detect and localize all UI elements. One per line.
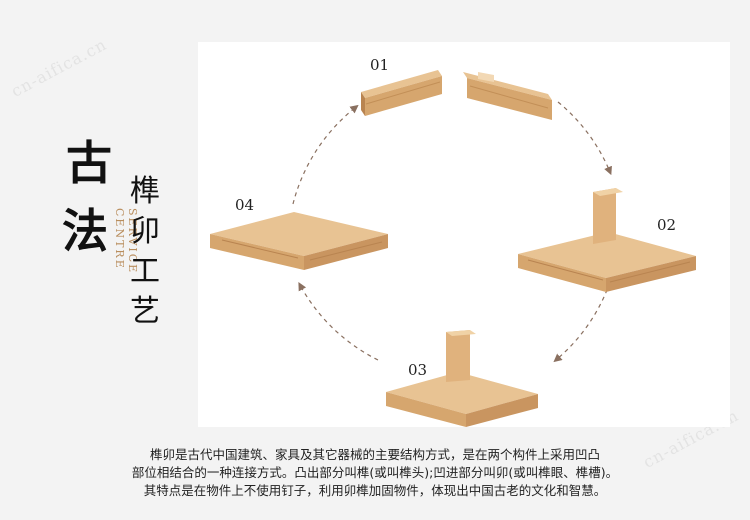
description: 榫卯是古代中国建筑、家具及其它器械的主要结构方式，是在两个构件上采用凹凸 部位相… — [0, 446, 750, 500]
joinery-cycle-diagram: 01 02 03 04 — [210, 56, 696, 427]
subtitle-char-2: 卯 — [130, 214, 160, 249]
description-line-2: 部位相结合的一种连接方式。凸出部分叫榫(或叫榫头);凹进部分叫卯(或叫榫眼、榫槽… — [131, 465, 619, 480]
joint-step-02: 02 — [518, 188, 696, 292]
step-label-02: 02 — [657, 216, 676, 234]
description-line-1: 榫卯是古代中国建筑、家具及其它器械的主要结构方式，是在两个构件上采用凹凸 — [149, 447, 600, 462]
heading-char-1: 古 — [66, 136, 112, 190]
arrow-04-to-01 — [292, 104, 359, 205]
joint-step-03: 03 — [386, 330, 538, 427]
joint-step-01: 01 — [361, 56, 552, 120]
subtitle-char-4: 艺 — [130, 294, 160, 329]
step-label-01: 01 — [370, 56, 389, 74]
step-label-03: 03 — [408, 361, 427, 379]
arrow-03-to-04 — [298, 282, 379, 361]
diagram-panel: 01 02 03 04 — [198, 42, 730, 427]
arrow-02-to-03 — [553, 281, 611, 363]
watermark-left: cn-aifica.cn — [8, 34, 110, 101]
arrow-01-to-02 — [557, 101, 612, 176]
subtitle-char-3: 工 — [130, 254, 160, 289]
heading-subtitle: 榫 卯 工 艺 — [130, 172, 160, 332]
heading-english: SERVICE CENTRE — [113, 208, 139, 275]
subtitle-char-1: 榫 — [130, 174, 160, 209]
step-label-04: 04 — [235, 196, 254, 214]
heading-char-2: 法 — [62, 204, 108, 258]
joint-step-04: 04 — [210, 196, 388, 270]
description-line-3: 其特点是在物件上不使用钉子，利用卯榫加固物件，体现出中国古老的文化和智慧。 — [143, 483, 607, 498]
